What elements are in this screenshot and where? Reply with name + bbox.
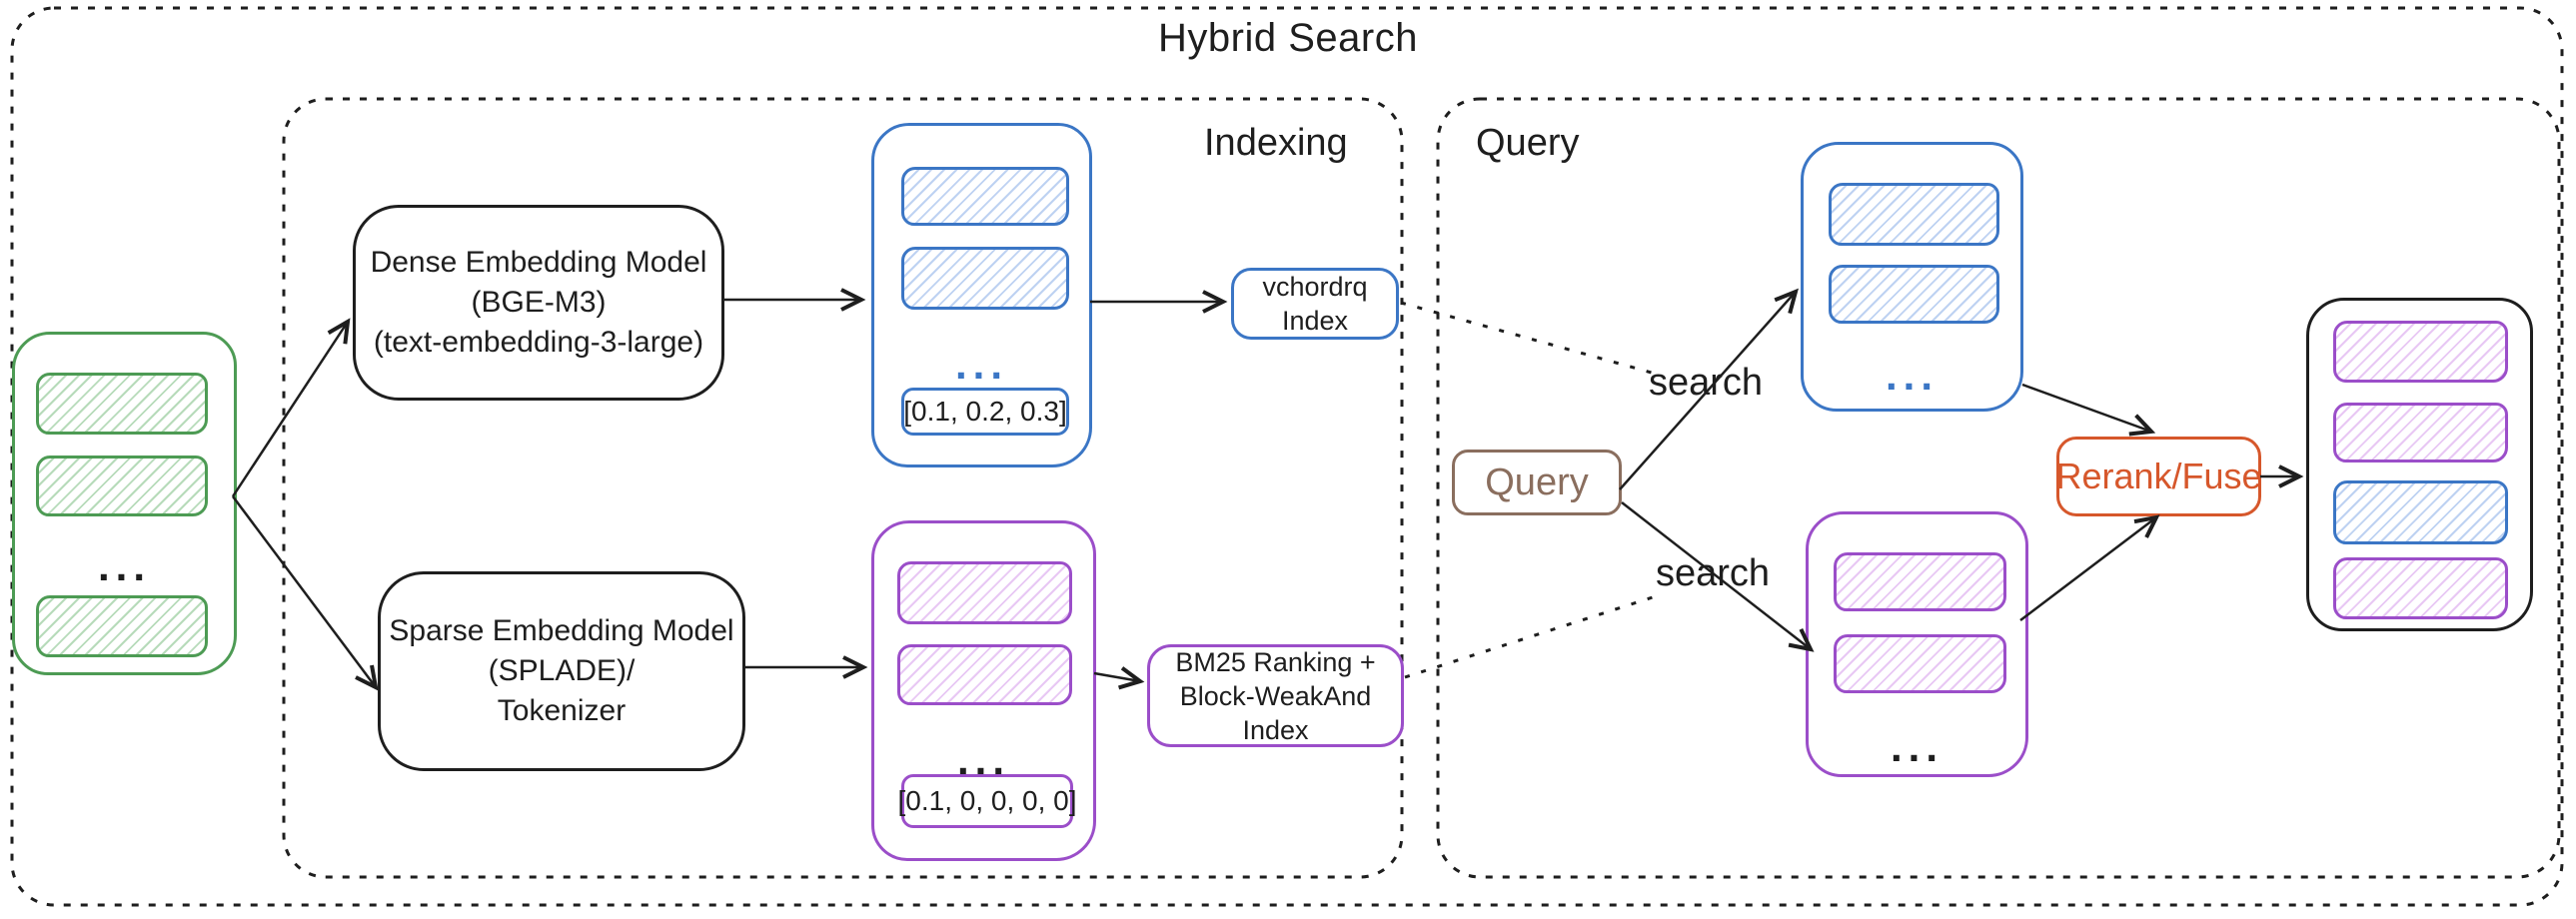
arrow-sparse-vectors-to-index xyxy=(1093,666,1145,690)
arrow-dense-results-to-rerank xyxy=(2021,383,2156,437)
doc-chunk xyxy=(36,456,208,516)
dotted-link-dense-index-to-search xyxy=(1400,301,1660,377)
rerank-fuse-node: Rerank/Fuse xyxy=(2055,437,2262,516)
dense-vectors-stack: ... [0.1, 0.2, 0.3] xyxy=(871,123,1092,467)
sparse-index-line1: BM25 Ranking + xyxy=(1175,646,1376,677)
dense-results-ellipsis: ... xyxy=(1885,352,1938,399)
sparse-sample-vector: [0.1, 0, 0, 0, 0] xyxy=(898,774,1077,828)
sparse-results-stack: ... xyxy=(1806,511,2028,777)
dense-sample-vector: [0.1, 0.2, 0.3] xyxy=(901,388,1069,436)
dense-index-line2: Index xyxy=(1281,306,1349,336)
source-docs-stack: ... xyxy=(12,332,237,675)
fused-result-chip-purple xyxy=(2333,321,2508,383)
doc-chunk xyxy=(36,373,208,435)
doc-chunk xyxy=(36,595,208,657)
arrow-docs-to-sparse-model xyxy=(231,495,379,691)
dense-vectors-ellipsis: ... xyxy=(954,341,1008,388)
dense-embedding-model-node: Dense Embedding Model (BGE-M3) (text-emb… xyxy=(353,205,724,401)
sparse-results-ellipsis: ... xyxy=(1890,723,1943,770)
indexing-section-label: Indexing xyxy=(1204,122,1348,164)
sparse-model-line1: Sparse Embedding Model xyxy=(389,614,734,647)
query-node-label: Query xyxy=(1485,460,1589,503)
dense-model-line3: (text-embedding-3-large) xyxy=(373,326,704,359)
sparse-index-node: BM25 Ranking + Block-WeakAnd Index xyxy=(1147,644,1404,747)
query-section-label: Query xyxy=(1476,122,1580,164)
query-node: Query xyxy=(1452,450,1622,515)
sparse-vectors-stack: ... [0.1, 0, 0, 0, 0] xyxy=(871,520,1096,861)
fused-result-chip-purple xyxy=(2333,403,2508,462)
sparse-vectors-ellipsis: ... xyxy=(956,736,1010,783)
dense-model-line1: Dense Embedding Model xyxy=(370,246,707,279)
dense-index-line1: vchordrq xyxy=(1262,272,1368,302)
page-title: Hybrid Search xyxy=(1158,16,1418,60)
fused-results-stack xyxy=(2306,298,2533,631)
dense-result-chip xyxy=(1829,265,1999,324)
fused-result-chip-blue xyxy=(2333,480,2508,544)
arrow-docs-to-dense-model xyxy=(231,318,351,497)
arrow-sparse-results-to-rerank xyxy=(2019,514,2160,621)
dense-model-line2: (BGE-M3) xyxy=(471,286,607,319)
fused-result-chip-purple xyxy=(2333,557,2508,619)
sparse-index-line2: Block-WeakAnd Index xyxy=(1179,680,1372,745)
dense-results-stack: ... xyxy=(1801,142,2023,412)
dense-index-node: vchordrq Index xyxy=(1231,268,1399,340)
search-dense-label: search xyxy=(1649,362,1764,404)
dotted-link-sparse-index-to-search xyxy=(1404,593,1660,679)
search-sparse-label: search xyxy=(1656,552,1771,594)
sparse-model-line3: Tokenizer xyxy=(497,694,627,727)
sparse-vector-chip xyxy=(897,644,1072,705)
dense-result-chip xyxy=(1829,183,1999,246)
sparse-embedding-model-node: Sparse Embedding Model (SPLADE)/ Tokeniz… xyxy=(378,571,745,771)
rerank-fuse-label: Rerank/Fuse xyxy=(2055,456,2262,496)
sparse-model-line2: (SPLADE)/ xyxy=(488,654,636,687)
sparse-vector-chip xyxy=(897,561,1072,624)
dense-vector-chip xyxy=(901,167,1069,226)
sparse-result-chip xyxy=(1834,634,2006,693)
dense-vector-chip xyxy=(901,247,1069,310)
docs-ellipsis: ... xyxy=(97,542,151,589)
sparse-result-chip xyxy=(1834,552,2006,611)
